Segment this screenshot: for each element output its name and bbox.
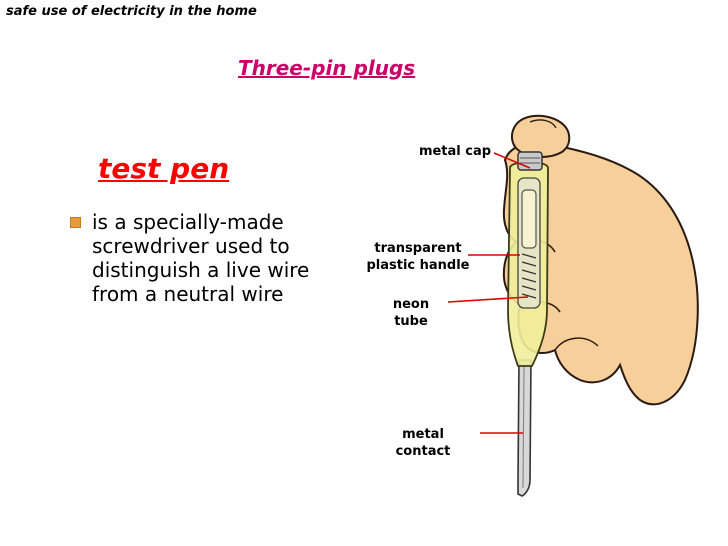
label-metal-cap: metal cap [418, 144, 492, 159]
label-transparent-handle: transparent plastic handle [366, 241, 470, 273]
label-neon-tube: neon tube [392, 297, 430, 329]
test-pen-diagram [447, 114, 699, 497]
leader-lines [447, 152, 531, 434]
bullet-list: is a specially-made screwdriver used to … [70, 210, 360, 306]
bullet-item: is a specially-made screwdriver used to … [70, 210, 360, 306]
bullet-text: is a specially-made screwdriver used to … [92, 210, 310, 306]
label-metal-contact: metal contact [395, 427, 451, 459]
term-heading: test pen [98, 152, 230, 185]
slide-header: safe use of electricity in the home [6, 4, 257, 19]
square-bullet-icon [70, 217, 81, 228]
hand-illustration [502, 114, 699, 406]
test-pen-illustration [507, 151, 549, 497]
slide-title: Three-pin plugs [238, 56, 416, 80]
